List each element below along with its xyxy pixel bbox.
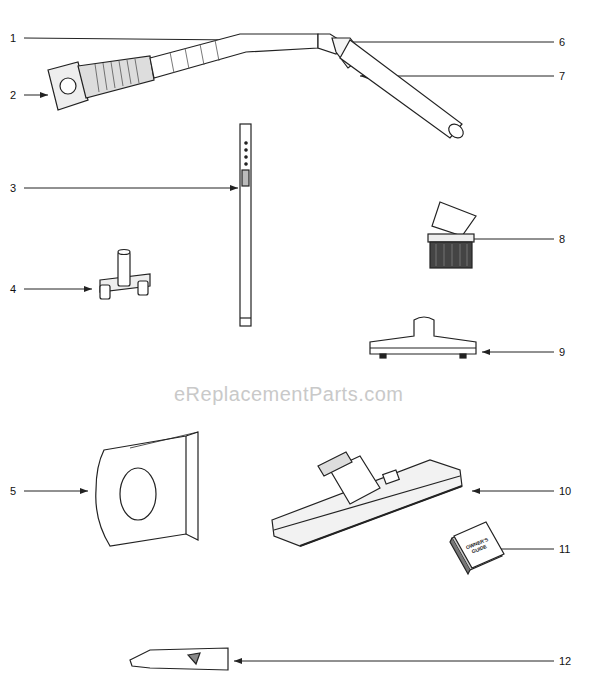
callout-number: 10: [559, 485, 571, 498]
callout-number: 8: [559, 233, 565, 246]
crevice-tool: [130, 648, 228, 670]
hose-assembly: [48, 34, 466, 141]
tool-clip: [100, 250, 150, 300]
owners-guide-booklet: [450, 522, 504, 574]
callout-number: 2: [10, 89, 16, 102]
callout-number: 3: [10, 182, 16, 195]
callout-number: 9: [559, 346, 565, 359]
leader-lines: [24, 38, 554, 661]
callout-number: 7: [559, 70, 565, 83]
callout-number: 12: [559, 655, 571, 668]
dust-bag: [96, 432, 198, 546]
floor-tool: [272, 452, 462, 546]
watermark: eReplacementParts.com: [174, 382, 403, 406]
callout-number: 5: [10, 485, 16, 498]
upholstery-tool: [370, 317, 476, 358]
callout-number: 1: [10, 32, 16, 45]
callout-number: 4: [10, 283, 16, 296]
callout-number: 6: [559, 36, 565, 49]
dusting-brush: [428, 202, 476, 268]
wand: [240, 124, 251, 326]
callout-number: 11: [559, 543, 570, 556]
